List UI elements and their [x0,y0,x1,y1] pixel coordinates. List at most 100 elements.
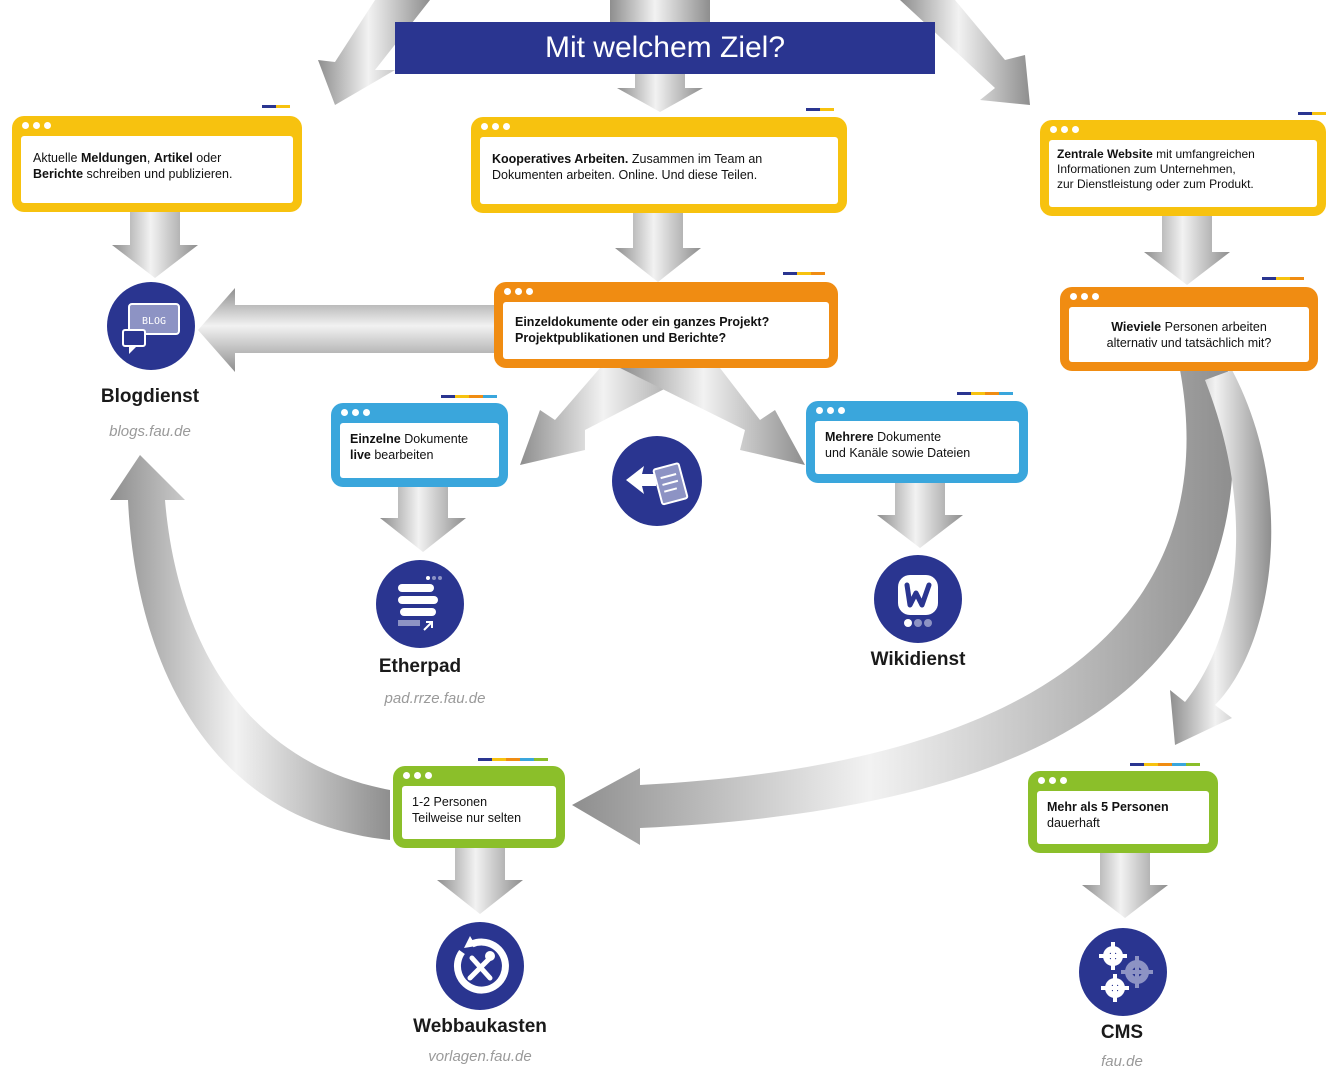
color-stripe [783,272,825,275]
window-dots-icon [1050,126,1079,134]
card-text: Einzelne Dokumente live bearbeiten [340,423,499,478]
text: zur Dienstleistung oder zum Produkt. [1057,177,1254,191]
arrow-to-coop-goal [617,74,703,112]
arrow-blog-down [112,210,198,278]
arrow-split-right [620,368,805,465]
text-bold: Mehr als 5 Personen [1047,800,1169,814]
window-dots-icon [341,409,370,417]
text-bold: Wieviele [1111,320,1162,334]
card-text: Kooperatives Arbeiten. Zusammen im Team … [480,137,838,204]
window-dots-icon [816,407,845,415]
card-many-persons: Mehr als 5 Personen dauerhaft [1028,771,1218,853]
arrow-web-down [1144,216,1230,285]
blog-service-name: Blogdienst [100,386,200,407]
text: , [146,151,154,165]
arrow-split-left [520,368,705,465]
card-single-document: Einzelne Dokumente live bearbeiten [331,403,508,487]
text-bold: Kooperatives Arbeiten. [492,152,629,166]
text: Informationen zum Unternehmen, [1057,162,1236,176]
arrow-top-trunk [610,0,710,22]
text-bold: Einzeldokumente oder ein ganzes Projekt? [515,315,770,329]
blog-icon-label: BLOG [142,316,166,327]
text: Dokumente [873,430,942,444]
gears-icon [1099,942,1153,1002]
card-multiple-documents: Mehrere Dokumente und Kanäle sowie Dateie… [806,401,1028,483]
card-coop-goal: Kooperatives Arbeiten. Zusammen im Team … [471,117,847,213]
text-bold: Artikel [153,151,193,165]
text-bold: live [350,448,371,462]
text: bearbeiten [370,448,434,462]
text-bold: Zentrale Website [1057,147,1153,161]
arrow-wiki-down [877,482,963,548]
text: Aktuelle [33,151,81,165]
color-stripe [1262,277,1304,280]
color-stripe [1298,112,1326,115]
text-bold: Berichte [33,167,84,181]
arrow-webbaukasten-down [437,848,523,914]
etherpad-service-url[interactable]: pad.rrze.fau.de [384,690,486,707]
window-dots-icon [504,288,533,296]
arrow-few-to-blog [110,455,390,840]
blog-icon: BLOG [107,282,195,370]
webbaukasten-icon [436,922,524,1010]
cms-service-name: CMS [1100,1022,1144,1043]
arrow-persons-to-many [1170,370,1272,745]
window-dots-icon [22,122,51,130]
color-stripe [806,108,834,111]
blog-service-url[interactable]: blogs.fau.de [109,423,191,440]
text: Zusammen im Team an [628,152,763,166]
color-stripe [262,105,290,108]
text-bold: Meldungen [80,151,147,165]
arrow-etherpad-down [380,485,466,552]
text-bold: Einzelne [350,432,401,446]
text: und Kanäle sowie Dateien [825,446,971,460]
wiki-icon [874,555,962,643]
document-pointer-icon [612,436,702,526]
text-bold: Projektpublikationen und Berichte? [515,331,727,345]
window-dots-icon [1038,777,1067,785]
text: oder [192,151,222,165]
text: Personen arbeiten [1161,320,1267,334]
color-stripe [957,392,1013,395]
text: Dokumente [400,432,469,446]
etherpad-icon [376,560,464,648]
arrow-persons-to-few [572,370,1234,845]
window-dots-icon [481,123,510,131]
card-text: Einzeldokumente oder ein ganzes Projekt?… [503,302,829,359]
card-project-question: Einzeldokumente oder ein ganzes Projekt?… [494,282,838,368]
etherpad-service-name: Etherpad [378,656,462,677]
cms-service-url[interactable]: fau.de [1101,1053,1143,1070]
cms-icon [1079,928,1167,1016]
blog-speech-bubble-icon: BLOG [122,303,180,354]
wiki-service-name: Wikidienst [870,649,966,670]
text: mit umfangreichen [1152,147,1255,161]
color-stripe [1130,763,1200,766]
card-text: Mehrere Dokumente und Kanäle sowie Dateie… [815,421,1019,474]
color-stripe [441,395,497,398]
text: dauerhaft [1047,816,1100,830]
window-dots-icon [403,772,432,780]
arrow-cms-down [1082,853,1168,918]
webbaukasten-service-name: Webbaukasten [413,1016,547,1037]
text: schreiben und publizieren. [83,167,233,181]
text-bold: Mehrere [825,430,874,444]
text: Teilweise nur selten [412,811,522,825]
goal-banner-title: Mit welchem Ziel? [544,31,786,64]
webbaukasten-service-url[interactable]: vorlagen.fau.de [428,1048,532,1065]
color-stripe [478,758,548,761]
goal-banner: Mit welchem Ziel? [395,22,935,74]
window-dots-icon [1070,293,1099,301]
card-text: Mehr als 5 Personen dauerhaft [1037,791,1209,844]
text: 1-2 Personen [412,795,488,809]
arrow-project-to-blog [198,288,495,372]
text: Dokumenten arbeiten. Online. Und diese T… [492,168,758,182]
arrow-coop-down [615,212,701,282]
